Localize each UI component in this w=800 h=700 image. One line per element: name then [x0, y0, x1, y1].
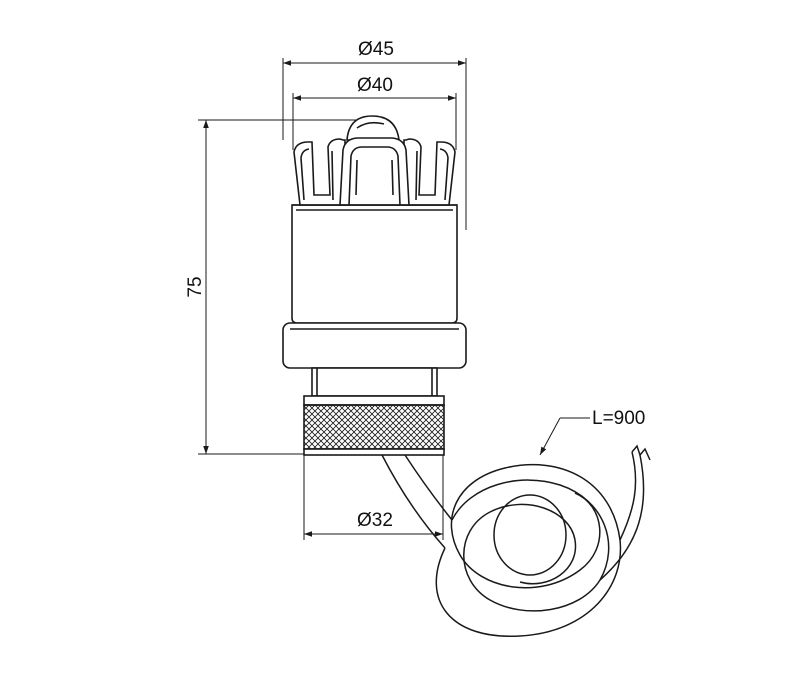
dimension-label-40: Ø40: [357, 75, 393, 96]
cable-length-label: L=900: [592, 408, 645, 429]
dimension-diameter-40: Ø40: [292, 75, 457, 150]
dimension-label-75: 75: [185, 276, 206, 297]
dimension-diameter-45: Ø45: [282, 39, 467, 230]
dimension-label-45: Ø45: [358, 39, 394, 60]
cable-length-annotation: L=900: [539, 408, 645, 456]
cable: [381, 444, 651, 637]
dimension-height-75: 75: [185, 119, 365, 455]
dimension-label-32: Ø32: [357, 510, 393, 531]
dimension-diameter-32: Ø32: [303, 455, 444, 540]
actuator-body: [282, 115, 467, 456]
